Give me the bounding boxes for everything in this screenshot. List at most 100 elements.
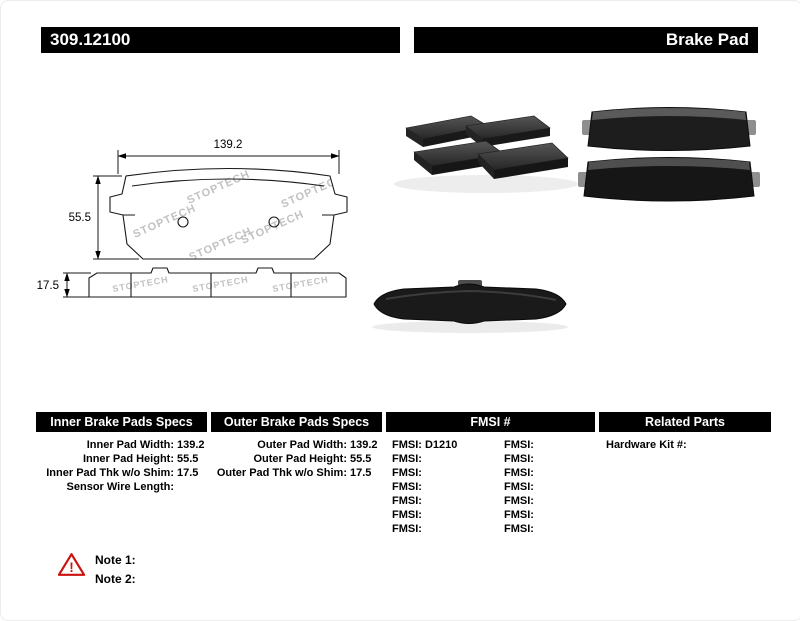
fmsi-label: FMSI:: [504, 439, 534, 451]
spec-label: Inner Pad Height:: [82, 453, 174, 465]
fmsi-row: FMSI:: [498, 438, 537, 452]
fmsi-label: FMSI:: [392, 495, 422, 507]
spec-value: 17.5: [177, 467, 199, 479]
stoptech-watermark: STOPTECH: [279, 172, 346, 210]
fmsi-value: [534, 452, 537, 466]
note-1-label: Note 1:: [95, 553, 136, 567]
fmsi-row: FMSI:: [498, 508, 537, 522]
fmsi-label: FMSI:: [504, 523, 534, 535]
spec-label: Outer Pad Width:: [257, 439, 347, 451]
fmsi-label: FMSI:: [392, 453, 422, 465]
part-number: 309.12100: [50, 30, 131, 49]
spec-label: Sensor Wire Length:: [66, 481, 174, 493]
fmsi-row: FMSI:: [498, 466, 537, 480]
fmsi-value: [534, 508, 537, 522]
fmsi-label: FMSI:: [504, 509, 534, 521]
part-number-bar: 309.12100: [41, 27, 400, 53]
spec-row: Inner Pad Width: 139.2: [36, 438, 207, 452]
edge-view-drawing: [88, 267, 347, 298]
fmsi-row: FMSI:: [386, 508, 498, 522]
fmsi-value: [534, 522, 537, 536]
dimension-thickness: [63, 272, 91, 298]
fmsi-rows: FMSI:D1210 FMSI: FMSI: FMSI: FMSI: FMSI:…: [386, 432, 595, 536]
spec-value: 139.2: [177, 439, 205, 451]
spec-row: Sensor Wire Length:: [36, 480, 207, 494]
stoptech-watermark: STOPTECH: [192, 274, 250, 294]
product-photos: [372, 107, 760, 333]
front-view-drawing: [109, 167, 348, 260]
fmsi-row: FMSI:: [386, 522, 498, 536]
spec-label: Inner Pad Width:: [86, 439, 174, 451]
fmsi-column: FMSI # FMSI:D1210 FMSI: FMSI: FMSI: FMSI…: [386, 412, 595, 536]
fmsi-label: FMSI:: [504, 467, 534, 479]
spec-value: 139.2: [350, 439, 378, 451]
fmsi-value: [534, 480, 537, 494]
fmsi-right-column: FMSI: FMSI: FMSI: FMSI: FMSI: FMSI: FMSI…: [498, 438, 537, 536]
outer-specs-column: Outer Brake Pads Specs Outer Pad Width: …: [211, 412, 382, 480]
note-2-label: Note 2:: [95, 572, 136, 586]
fmsi-label: FMSI:: [392, 523, 422, 535]
product-title-bar: Brake Pad: [414, 27, 758, 53]
fmsi-row: FMSI:: [386, 452, 498, 466]
related-parts-header: Related Parts: [599, 412, 771, 432]
fmsi-row: FMSI:: [498, 452, 537, 466]
fmsi-label: FMSI:: [504, 481, 534, 493]
product-title: Brake Pad: [665, 30, 749, 49]
stoptech-watermark: STOPTECH: [112, 274, 170, 294]
spec-value: 55.5: [177, 453, 199, 465]
fmsi-value: [534, 494, 537, 508]
fmsi-row: FMSI:: [498, 494, 537, 508]
fmsi-label: FMSI:: [504, 453, 534, 465]
related-part-value: [687, 438, 690, 452]
inner-specs-header: Inner Brake Pads Specs: [36, 412, 207, 432]
photo-pads-front-pair: [578, 107, 760, 202]
spec-row: Inner Pad Height: 55.5: [36, 452, 207, 466]
fmsi-value: [422, 508, 425, 522]
fmsi-left-column: FMSI:D1210 FMSI: FMSI: FMSI: FMSI: FMSI:…: [386, 438, 498, 536]
spec-row: Inner Pad Thk w/o Shim: 17.5: [36, 466, 207, 480]
fmsi-row: FMSI:: [386, 494, 498, 508]
fmsi-row: FMSI:: [498, 480, 537, 494]
fmsi-row: FMSI:D1210: [386, 438, 498, 452]
spec-value: 17.5: [350, 467, 372, 479]
spec-row: Outer Pad Height: 55.5: [211, 452, 382, 466]
dimension-height: [93, 175, 139, 260]
technical-drawing: STOPTECH STOPTECH STOPTECH STOPTECH STOP…: [37, 139, 348, 298]
related-parts-column: Related Parts Hardware Kit #:: [599, 412, 771, 452]
fmsi-label: FMSI:: [392, 509, 422, 521]
fmsi-value: [534, 466, 537, 480]
spec-value: 55.5: [350, 453, 372, 465]
warning-triangle-icon: !: [58, 553, 85, 576]
inner-specs-column: Inner Brake Pads Specs Inner Pad Width: …: [36, 412, 207, 494]
spec-label: Inner Pad Thk w/o Shim:: [46, 467, 174, 479]
dimension-width: [117, 150, 340, 174]
fmsi-value: [422, 452, 425, 466]
edge-view-watermarks: STOPTECH STOPTECH STOPTECH: [112, 274, 330, 294]
stoptech-watermark: STOPTECH: [272, 274, 330, 294]
fmsi-row: FMSI:: [386, 466, 498, 480]
related-part-row: Hardware Kit #:: [599, 438, 771, 452]
spec-row: Outer Pad Width: 139.2: [211, 438, 382, 452]
fmsi-value: [534, 438, 537, 452]
spec-row: Outer Pad Thk w/o Shim: 17.5: [211, 466, 382, 480]
warning-exclamation: !: [69, 560, 74, 575]
fmsi-value: [422, 480, 425, 494]
fmsi-label: FMSI:: [392, 467, 422, 479]
fmsi-label: FMSI:: [392, 481, 422, 493]
spec-value: [174, 480, 177, 494]
fmsi-value: [422, 466, 425, 480]
stoptech-watermark: STOPTECH: [185, 168, 252, 206]
thickness-dimension-label: 17.5: [37, 280, 59, 292]
fmsi-value: [422, 494, 425, 508]
fmsi-label: FMSI:: [504, 495, 534, 507]
outer-specs-header: Outer Brake Pads Specs: [211, 412, 382, 432]
outer-specs-rows: Outer Pad Width: 139.2 Outer Pad Height:…: [211, 432, 382, 480]
height-dimension-label: 55.5: [69, 212, 91, 224]
photo-pads-angled-set: [394, 115, 578, 193]
fmsi-label: FMSI:: [392, 439, 422, 451]
spec-label: Outer Pad Thk w/o Shim:: [216, 467, 347, 479]
spec-label: Outer Pad Height:: [253, 453, 347, 465]
fmsi-value: [422, 522, 425, 536]
fmsi-row: FMSI:: [498, 522, 537, 536]
